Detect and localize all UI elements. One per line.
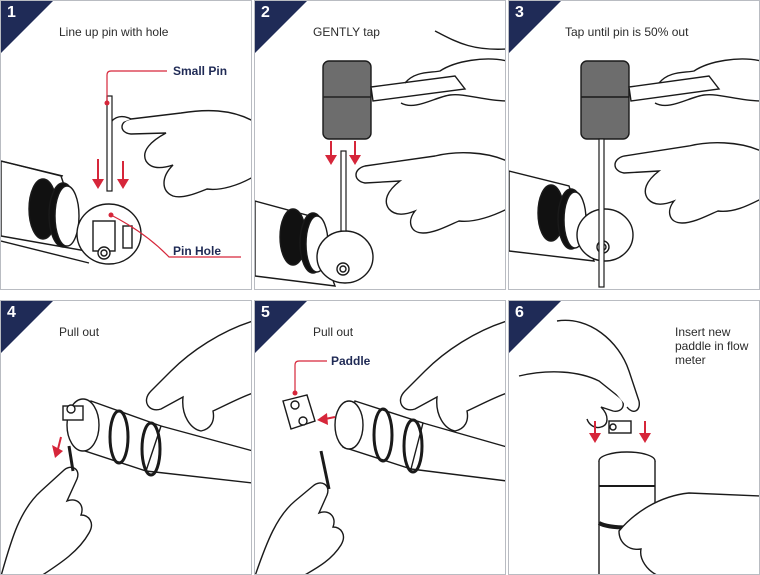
step-4-panel: 4 Pull out [0,300,252,575]
step-5-illustration [255,320,505,574]
step-2-panel: 2 GENTLY tap [254,0,506,290]
step-number: 1 [7,4,16,21]
step-number: 3 [515,4,524,21]
step-number: 4 [7,304,16,321]
step-caption: Pull out [313,325,354,339]
paddle-label: Paddle [331,354,371,368]
step-badge [1,1,53,53]
step-3-illustration [509,58,759,288]
step-3-panel: 3 Tap until pin is 50% out [508,0,760,290]
small-pin-label: Small Pin [173,64,228,78]
step-caption: Pull out [59,325,100,339]
step-caption: Insert new paddle in flow meter [675,325,749,367]
step-caption: Tap until pin is 50% out [565,25,689,39]
step-caption: Line up pin with hole [59,25,169,39]
step-badge [509,1,561,53]
step-badge [255,301,307,353]
step-1-panel: 1 Line up pin with hole Small Pin Pin Ho… [0,0,252,290]
step-1-illustration [1,70,251,265]
step-number: 6 [515,304,524,321]
step-badge [1,301,53,353]
step-caption: GENTLY tap [313,25,380,39]
step-2-illustration [255,30,505,287]
step-6-illustration [518,319,759,574]
step-badge [255,1,307,53]
step-6-panel: 6 Insert new paddle in flow meter [508,300,760,575]
step-4-illustration [1,320,251,574]
step-5-panel: 5 Pull out Paddle [254,300,506,575]
pin-hole-label: Pin Hole [173,244,222,258]
step-number: 2 [261,4,270,21]
step-badge [509,301,561,353]
step-number: 5 [261,304,270,321]
